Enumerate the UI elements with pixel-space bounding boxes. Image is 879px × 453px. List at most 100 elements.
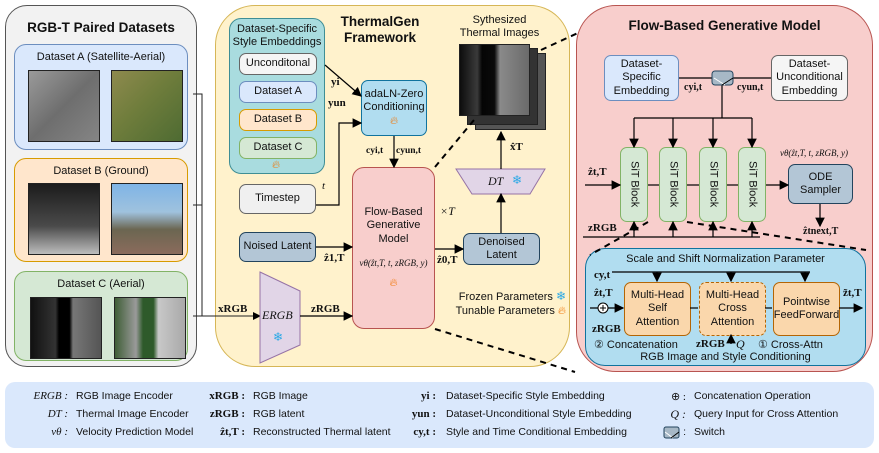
dataset-c-label: Dataset C (Aerial) xyxy=(57,278,145,290)
synth-line1: Sythesized xyxy=(472,14,527,26)
sit-label: SiT Block xyxy=(667,161,680,208)
flow-formula: vθ(ẑt,T, t, zRGB, y) xyxy=(780,148,848,158)
legend-symbol: ERGB : xyxy=(33,390,68,402)
concatenation-note: ② Concatenation xyxy=(594,339,678,351)
rgbt-datasets-panel: RGB-T Paired Datasets Dataset A (Satelli… xyxy=(5,5,197,367)
c-yi-label: cyi,t xyxy=(366,146,384,156)
flow-z-rgb-label: zRGB xyxy=(588,222,617,234)
legend-desc: RGB Image xyxy=(253,390,308,402)
flow-based-model-box: Flow-Based Generative Model vθ(ẑt,T, t, … xyxy=(352,167,435,329)
tunable-flame-icon: 🔥︎ xyxy=(272,159,281,171)
legend-item: ⊕ :Concatenation Operation xyxy=(656,387,838,405)
mhca-line3: Attention xyxy=(710,315,755,328)
legend-desc: Style and Time Conditional Embedding xyxy=(446,426,627,438)
ffn-line1: Pointwise xyxy=(782,295,831,308)
dataset-b-rgb-image xyxy=(111,183,183,255)
style-embeddings-group: Dataset-Specific Style Embeddings Uncond… xyxy=(229,18,325,174)
dataset-c-thermal-image xyxy=(30,297,102,359)
legend-item: zRGB :RGB latent xyxy=(192,405,391,423)
timestep-box: Timestep xyxy=(239,184,316,214)
flow-model-line1: Flow-Based xyxy=(364,206,423,219)
notation-legend xyxy=(5,382,874,448)
framework-title: ThermalGen Framework xyxy=(330,14,430,46)
mhsa-line3: Attention xyxy=(635,315,680,328)
dataset-b-label: Dataset B (Ground) xyxy=(53,165,149,177)
snowflake-icon: ❄ xyxy=(555,289,566,303)
legend-desc: Concatenation Operation xyxy=(694,390,811,402)
legend-colon: : xyxy=(683,426,686,438)
embedding-dataset-b: Dataset B xyxy=(239,109,317,131)
legend-symbol: cy,t : xyxy=(413,426,436,438)
specific-emb-line2: Specific xyxy=(622,71,661,84)
c-yun-label: cyun,t xyxy=(396,146,422,156)
legend-symbol: yi : xyxy=(421,390,436,402)
flow-panel-title: Flow-Based Generative Model xyxy=(628,18,821,33)
rgbt-datasets-title: RGB-T Paired Datasets xyxy=(27,20,175,35)
flow-model-formula: vθ(ẑt,T, t, zRGB, y) xyxy=(359,257,428,268)
tunable-parameters-legend: Tunable Parameters 🔥︎ xyxy=(440,305,566,318)
dataset-b-thermal-image xyxy=(28,183,100,255)
ode-line2: Sampler xyxy=(800,184,841,196)
adaln-line1: adaLN-Zero xyxy=(364,88,424,101)
legend-item: cy,t : Style and Time Conditional Embeddi… xyxy=(396,423,632,441)
legend-symbol: vθ : xyxy=(51,426,68,438)
dataset-b-card: Dataset B (Ground) xyxy=(14,158,188,262)
synth-image-front xyxy=(459,44,530,116)
denoised-line2: Latent xyxy=(486,249,517,261)
dataset-a-thermal-image xyxy=(28,70,100,142)
legend-item: vθ :Velocity Prediction Model xyxy=(14,423,193,441)
yi-label: yi xyxy=(331,76,340,88)
legend-item: ERGB :RGB Image Encoder xyxy=(14,387,193,405)
legend-item: yun :Dataset-Unconditional Style Embeddi… xyxy=(396,405,632,423)
flow-c-yun-label: cyun,t xyxy=(737,82,764,93)
multi-head-self-attention: Multi-Head Self Attention xyxy=(624,282,691,336)
dataset-a-label: Dataset A (Satellite-Aerial) xyxy=(36,51,166,63)
synth-line2: Thermal Images xyxy=(459,27,540,39)
frozen-parameters-legend: Frozen Parameters ❄ xyxy=(448,289,566,303)
synthesized-thermal-title: Sythesized Thermal Images xyxy=(452,14,547,40)
sit-label: SiT Block xyxy=(746,161,759,208)
mhca-line1: Multi-Head xyxy=(705,289,760,302)
specific-emb-line3: Embedding xyxy=(613,84,670,97)
uncond-emb-line1: Dataset- xyxy=(788,58,831,71)
legend-desc: Dataset-Specific Style Embedding xyxy=(446,390,605,402)
dataset-unconditional-embedding: Dataset- Unconditional Embedding xyxy=(771,55,848,101)
legend-item: xRGB : RGB Image xyxy=(192,387,391,405)
uncond-emb-line3: Embedding xyxy=(781,84,838,97)
rgb-encoder-shape xyxy=(259,271,301,364)
ffn-line2: FeedForward xyxy=(773,309,840,321)
legend-symbol: yun : xyxy=(411,408,436,420)
legend-symbol: xRGB : xyxy=(209,390,245,402)
cross-attn-note: ① Cross-Attn xyxy=(758,339,823,351)
specific-emb-line1: Dataset- xyxy=(620,58,663,71)
legend-symbol: zRGB : xyxy=(209,408,245,420)
xt-label: x̂T xyxy=(510,141,523,153)
legend-col-1: ERGB :RGB Image Encoder DT :Thermal Imag… xyxy=(14,387,193,441)
mhca-line2: Cross xyxy=(718,302,747,315)
z-in-label: ẑt,T xyxy=(594,287,613,299)
legend-item: Q :Query Input for Cross Attention xyxy=(656,405,838,423)
denoised-latent-box: Denoised Latent xyxy=(463,233,540,265)
style-embeddings-title-line1: Dataset-Specific xyxy=(236,23,318,35)
embedding-dataset-c: Dataset C xyxy=(239,137,317,159)
legend-item: yi : Dataset-Specific Style Embedding xyxy=(396,387,632,405)
legend-symbol: ẑt,T : xyxy=(220,426,245,438)
z-rgb-label: zRGB xyxy=(592,323,621,335)
tunable-flame-icon: 🔥︎ xyxy=(389,276,398,289)
times-t-label: ×T xyxy=(440,204,455,218)
dataset-connectors xyxy=(193,93,261,320)
sit-block-4: SiT Block xyxy=(738,147,766,222)
detail-title: Scale and Shift Normalization Parameter xyxy=(626,253,825,265)
yun-label: yun xyxy=(328,97,346,109)
dataset-c-card: Dataset C (Aerial) xyxy=(14,271,188,361)
flame-icon: 🔥︎ xyxy=(557,305,566,317)
framework-title-line1: ThermalGen xyxy=(340,14,420,29)
tunable-label: Tunable Parameters xyxy=(455,305,555,317)
mhsa-line1: Multi-Head xyxy=(630,289,685,302)
pointwise-feedforward: Pointwise FeedForward xyxy=(773,282,840,336)
switch-icon xyxy=(663,426,680,438)
t-label: t xyxy=(322,180,326,192)
framework-title-line2: Framework xyxy=(343,30,417,45)
sit-block-2: SiT Block xyxy=(659,147,687,222)
snowflake-icon: ❄ xyxy=(512,173,523,187)
